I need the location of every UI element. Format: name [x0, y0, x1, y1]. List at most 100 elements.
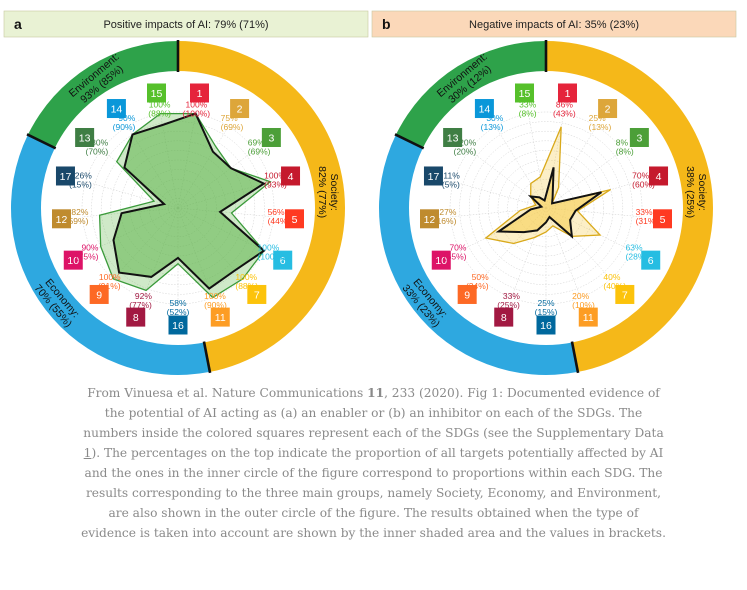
grid-spoke: [453, 181, 547, 209]
value-label: 90%: [81, 243, 98, 253]
sdg-number: 5: [292, 214, 298, 226]
ring-environment: [395, 40, 546, 148]
value-label: 86%: [556, 100, 573, 110]
sdg-number: 13: [79, 132, 91, 144]
sdg-number: 1: [565, 88, 571, 100]
panel-header-bar: [371, 10, 737, 38]
sdg-square-16: [536, 315, 556, 335]
value-label-bracket: (13%): [481, 122, 504, 132]
sdg-square-13: [443, 127, 463, 147]
value-label-bracket: (15%): [69, 180, 92, 190]
sdg-square-15: [515, 83, 535, 103]
grid-ring: [81, 111, 275, 305]
value-label: 70%: [632, 171, 649, 181]
value-label-bracket: (5%): [442, 180, 460, 190]
sdg-number: 10: [435, 255, 447, 267]
sdg-square-1: [189, 83, 209, 103]
sdg-number: 15: [151, 88, 163, 100]
value-label-bracket: (77%): [129, 300, 152, 310]
sdg-square-15: [147, 83, 167, 103]
sdg-number: 15: [519, 88, 531, 100]
sdg-number: 9: [96, 289, 102, 301]
sdg-number: 16: [172, 320, 184, 332]
series-evidence-weighted-polygon: [112, 112, 266, 290]
sdg-square-4: [649, 166, 669, 186]
panel-header-bar: [3, 10, 369, 38]
sdg-square-5: [285, 209, 305, 229]
value-label: 20%: [572, 291, 589, 301]
value-label-bracket: (93%): [264, 180, 287, 190]
value-label: 63%: [626, 243, 643, 253]
value-label-bracket: (52%): [167, 307, 190, 317]
value-label: 70%: [449, 243, 466, 253]
value-label-bracket: (44%): [268, 216, 291, 226]
value-label: 27%: [439, 207, 456, 217]
value-label-bracket: (43%): [553, 109, 576, 119]
value-label: 75%: [221, 113, 238, 123]
ring-label-society: Society:82% (77%): [316, 166, 340, 218]
sdg-square-8: [126, 307, 146, 327]
sdg-square-3: [629, 127, 649, 147]
sdg-number: 7: [254, 289, 260, 301]
sdg-number: 9: [464, 289, 470, 301]
value-label: 56%: [268, 207, 285, 217]
ring-environment: [27, 40, 178, 148]
value-label-bracket: (16%): [434, 216, 457, 226]
supplementary-data-link[interactable]: 1: [83, 446, 92, 460]
value-label-bracket: (69%): [248, 147, 271, 157]
sdg-square-12: [51, 209, 71, 229]
sdg-number: 2: [605, 104, 611, 116]
value-label: 50%: [472, 272, 489, 282]
sdg-square-11: [210, 307, 230, 327]
value-label-bracket: (75%): [76, 252, 99, 262]
grid-spoke: [545, 149, 623, 209]
value-label-bracket: (88%): [148, 109, 171, 119]
sdg-square-3: [261, 127, 281, 147]
value-label-bracket: (100%): [183, 109, 211, 119]
value-label-bracket: (90%): [204, 300, 227, 310]
ring-divider: [26, 133, 57, 150]
value-label-bracket: (70%): [86, 147, 109, 157]
value-label: 100%: [235, 272, 257, 282]
value-label-bracket: (55%): [444, 252, 467, 262]
value-label: 25%: [589, 113, 606, 123]
value-label-bracket: (90%): [113, 122, 136, 132]
sdg-square-13: [75, 127, 95, 147]
sdg-square-7: [247, 284, 267, 304]
grid-spoke: [528, 113, 547, 209]
ring-label-society: Society:38% (25%): [684, 166, 708, 218]
sdg-number: 10: [67, 255, 79, 267]
sdg-square-1: [557, 83, 577, 103]
value-label-bracket: (8%): [519, 109, 537, 119]
sdg-number: 8: [501, 312, 507, 324]
value-label: 82%: [71, 207, 88, 217]
sdg-number: 3: [268, 132, 274, 144]
sdg-square-8: [494, 307, 514, 327]
sdg-number: 6: [648, 255, 654, 267]
sdg-number: 1: [197, 88, 203, 100]
sdg-square-6: [273, 250, 293, 270]
sdg-number: 17: [60, 171, 72, 183]
ring-label-value: 82% (77%): [316, 166, 328, 218]
sdg-square-2: [230, 99, 250, 119]
grid-ring: [507, 169, 585, 247]
value-label: 26%: [75, 171, 92, 181]
value-label: 33%: [503, 291, 520, 301]
ring-society: [546, 41, 713, 372]
caption-text-2: ). The percentages on the top indicate t…: [81, 446, 666, 540]
value-label-bracket: (15%): [535, 307, 558, 317]
grid-ring: [468, 130, 624, 286]
value-label: 8%: [616, 138, 629, 148]
sdg-number: 4: [656, 171, 662, 183]
sdg-number: 17: [428, 171, 440, 183]
sdg-square-9: [457, 284, 477, 304]
sdg-square-10: [63, 250, 83, 270]
caption-volume: 11: [367, 386, 385, 400]
panel-header-title: Positive impacts of AI: 79% (71%): [103, 19, 268, 31]
value-label-bracket: (31%): [636, 216, 659, 226]
value-label: 100%: [99, 272, 121, 282]
figure-caption: From Vinuesa et al. Nature Communication…: [80, 383, 667, 543]
ring-label-name: Society:: [328, 173, 340, 210]
value-label: 90%: [118, 113, 135, 123]
